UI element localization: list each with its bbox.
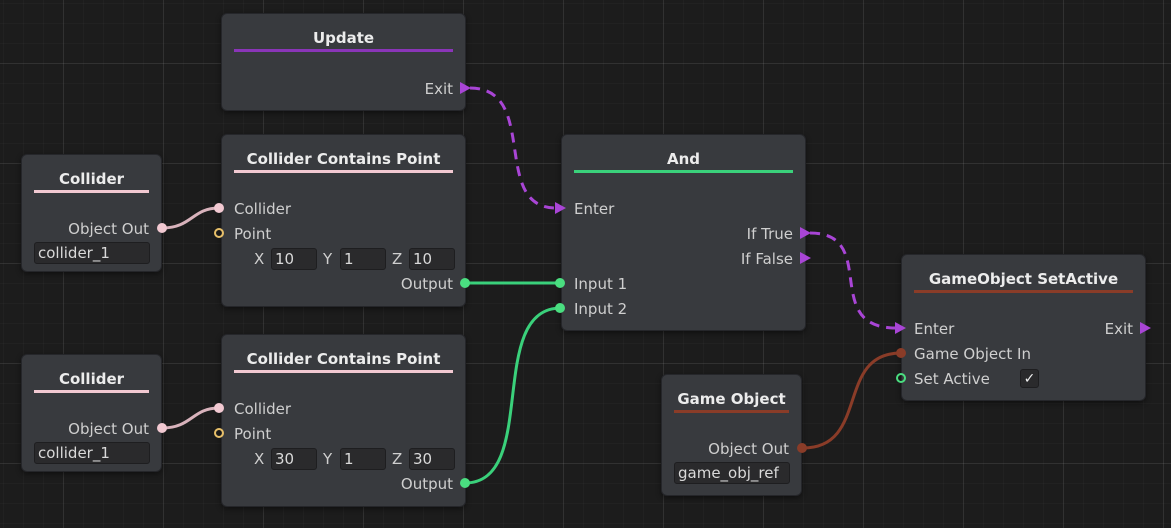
if-true-label: If True	[746, 225, 793, 243]
and-node[interactable]: And Enter If True If False Input 1 Input…	[561, 134, 806, 331]
setactive-exit-port[interactable]	[1140, 322, 1151, 334]
and-if-false-port[interactable]	[800, 252, 811, 264]
y-axis-label: Y	[323, 250, 333, 268]
point-input-label: Point	[234, 225, 272, 243]
title-underline	[234, 170, 453, 173]
node-title: And	[666, 150, 701, 168]
collider-contains-point-node-2[interactable]: Collider Contains Point Collider Point X…	[221, 334, 466, 507]
if-false-label: If False	[740, 250, 793, 268]
wire-collider1-to-contains1	[161, 206, 220, 230]
y-field[interactable]: 1	[340, 248, 386, 270]
x-axis-label: X	[254, 450, 265, 468]
game-object-in-label: Game Object In	[914, 345, 1031, 363]
update-exit-port[interactable]	[460, 82, 471, 94]
input-2-label: Input 2	[574, 300, 628, 318]
collider-2-object-out-port[interactable]	[157, 423, 167, 433]
collider-node-2[interactable]: Collider Object Out collider_1	[21, 354, 162, 472]
object-out-label: Object Out	[68, 220, 149, 238]
update-node[interactable]: Update Exit	[221, 13, 466, 111]
title-underline	[234, 49, 453, 52]
collider-input-label: Collider	[234, 400, 292, 418]
enter-label: Enter	[574, 200, 615, 218]
z-axis-label: Z	[392, 250, 403, 268]
contains-2-point-in-port[interactable]	[214, 428, 224, 438]
contains-1-point-in-port[interactable]	[214, 228, 224, 238]
title-underline	[34, 390, 149, 393]
exit-label: Exit	[1104, 320, 1133, 338]
wire-contains2-to-and-input2	[464, 306, 562, 485]
node-title: Collider Contains Point	[246, 150, 441, 168]
z-field[interactable]: 10	[409, 248, 455, 270]
and-input-2-port[interactable]	[555, 303, 565, 313]
contains-1-output-port[interactable]	[460, 278, 470, 288]
set-active-checkbox[interactable]: ✓	[1020, 369, 1039, 388]
collider-reference-field[interactable]: collider_1	[34, 242, 150, 264]
wire-gameobject-to-setactive-in	[802, 351, 902, 450]
node-title: Collider Contains Point	[246, 350, 441, 368]
wire-update-exit-to-and-enter	[469, 86, 557, 210]
setactive-enter-port[interactable]	[895, 322, 906, 334]
output-label: Output	[400, 275, 453, 293]
node-title: Update	[312, 29, 375, 47]
and-enter-port[interactable]	[555, 202, 566, 214]
object-out-label: Object Out	[68, 420, 149, 438]
x-axis-label: X	[254, 250, 265, 268]
game-object-reference-field[interactable]: game_obj_ref	[674, 462, 790, 484]
enter-label: Enter	[914, 320, 955, 338]
title-underline	[914, 290, 1133, 293]
game-object-out-port[interactable]	[797, 443, 807, 453]
y-field[interactable]: 1	[340, 448, 386, 470]
object-out-label: Object Out	[708, 440, 789, 458]
and-if-true-port[interactable]	[800, 227, 811, 239]
x-field[interactable]: 30	[271, 448, 317, 470]
node-title: Collider	[58, 170, 125, 188]
title-underline	[234, 370, 453, 373]
title-underline	[674, 410, 789, 413]
input-1-label: Input 1	[574, 275, 628, 293]
collider-reference-field[interactable]: collider_1	[34, 442, 150, 464]
gameobject-setactive-node[interactable]: GameObject SetActive Enter Exit Game Obj…	[901, 254, 1146, 401]
setactive-game-object-in-port[interactable]	[896, 348, 906, 358]
z-axis-label: Z	[392, 450, 403, 468]
node-title: GameObject SetActive	[928, 270, 1119, 288]
collider-1-object-out-port[interactable]	[157, 223, 167, 233]
y-axis-label: Y	[323, 450, 333, 468]
collider-node-1[interactable]: Collider Object Out collider_1	[21, 154, 162, 272]
collider-contains-point-node-1[interactable]: Collider Contains Point Collider Point X…	[221, 134, 466, 307]
contains-2-collider-in-port[interactable]	[214, 403, 224, 413]
wire-collider2-to-contains2	[161, 406, 220, 430]
wire-and-iftrue-to-setactive-enter	[809, 231, 897, 330]
title-underline	[574, 170, 793, 173]
node-title: Collider	[58, 370, 125, 388]
node-title: Game Object	[677, 390, 786, 408]
and-input-1-port[interactable]	[555, 278, 565, 288]
collider-input-label: Collider	[234, 200, 292, 218]
set-active-label: Set Active	[914, 370, 990, 388]
contains-1-collider-in-port[interactable]	[214, 203, 224, 213]
setactive-set-active-port[interactable]	[896, 373, 906, 383]
exit-label: Exit	[424, 80, 453, 98]
output-label: Output	[400, 475, 453, 493]
contains-2-output-port[interactable]	[460, 478, 470, 488]
game-object-node[interactable]: Game Object Object Out game_obj_ref	[661, 374, 802, 496]
z-field[interactable]: 30	[409, 448, 455, 470]
title-underline	[34, 190, 149, 193]
x-field[interactable]: 10	[271, 248, 317, 270]
point-input-label: Point	[234, 425, 272, 443]
